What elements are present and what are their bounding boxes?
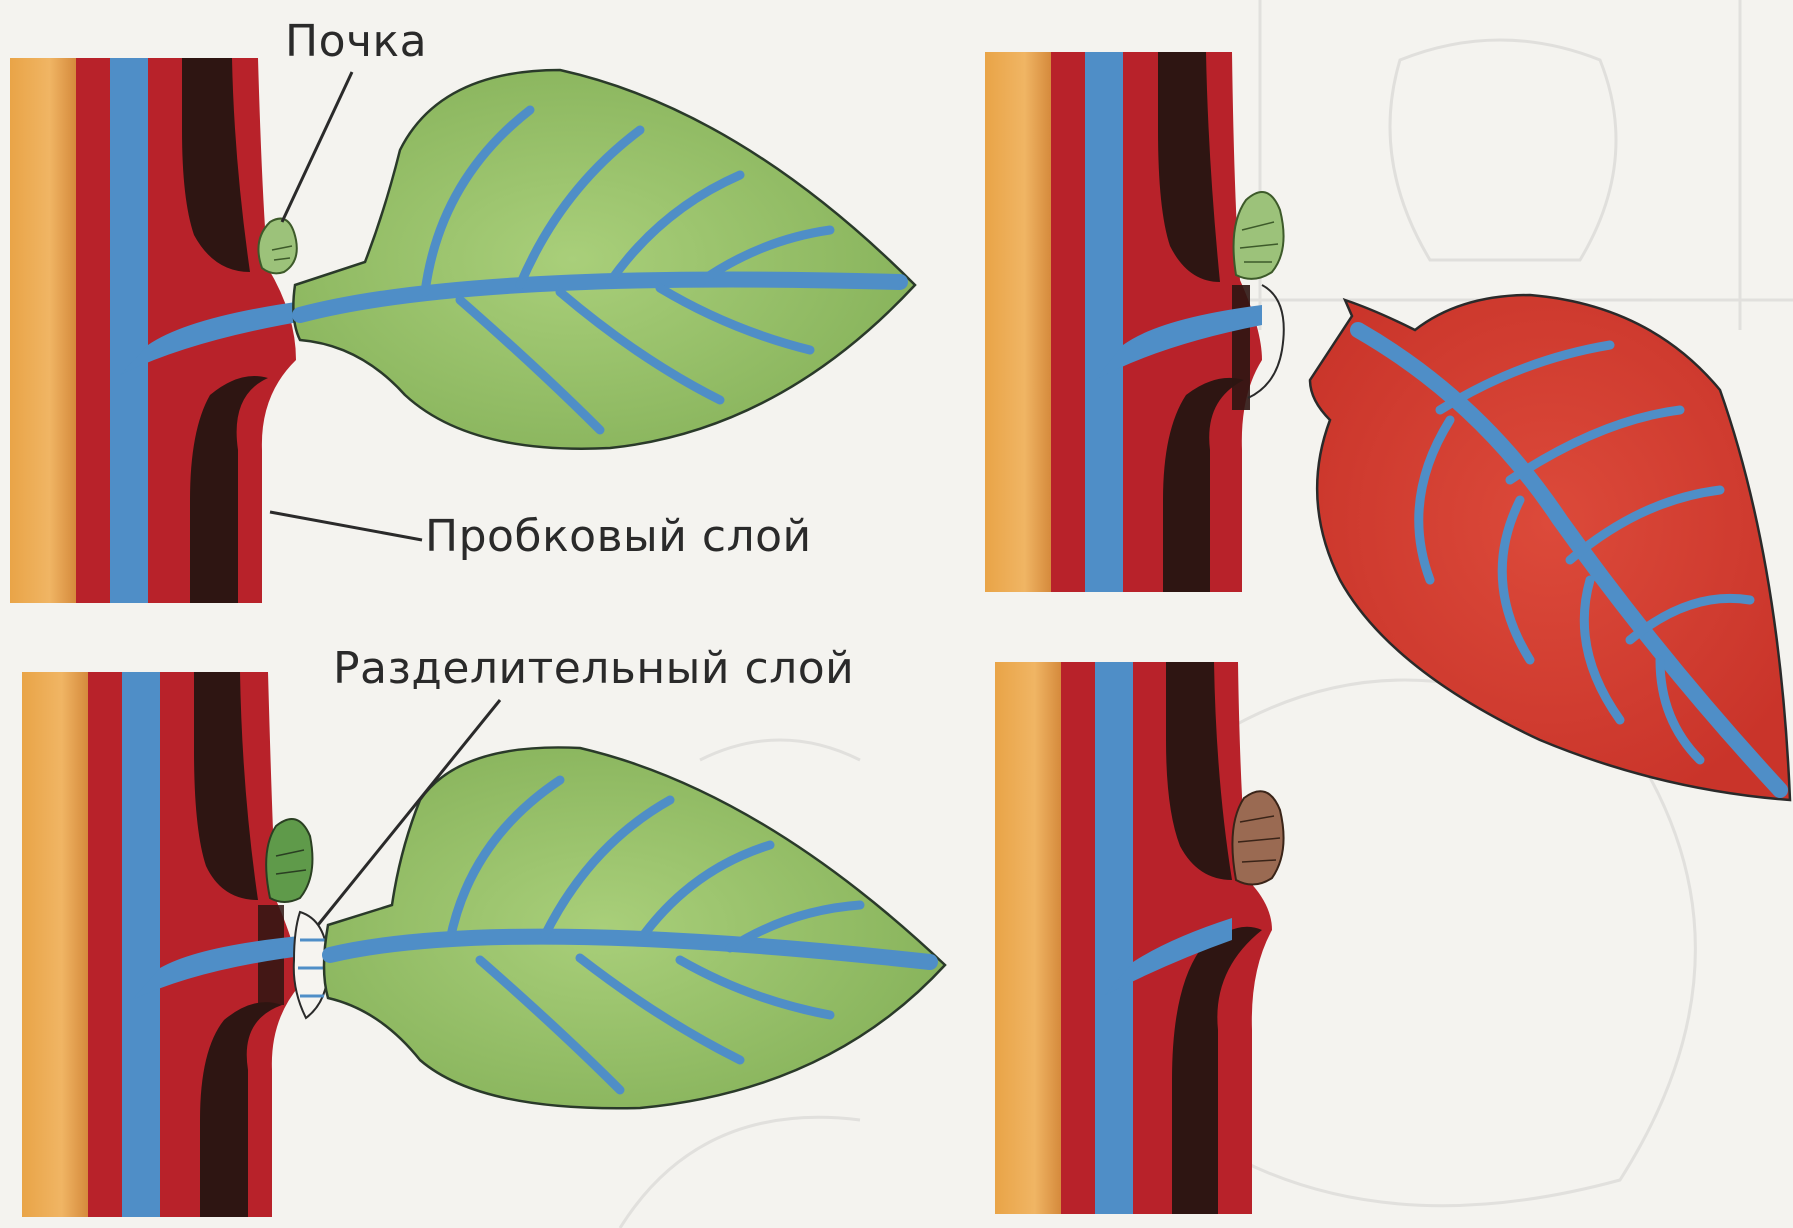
separation-layer-label: Разделительный слой: [333, 647, 854, 691]
panel-stage-4: [995, 662, 1284, 1214]
leaf-green-1: [293, 70, 915, 449]
cork-layer-leader-line: [270, 512, 422, 540]
bud-4: [1232, 791, 1283, 884]
stem-2: [22, 672, 328, 1217]
bud-3: [1234, 192, 1284, 279]
stem-1: [10, 58, 310, 603]
leaf-red-falling: [1310, 295, 1790, 800]
bud-leader-line: [282, 72, 352, 222]
cork-layer-label: Пробковый слой: [425, 515, 812, 559]
stem-4: [995, 662, 1272, 1214]
bud-label: Почка: [285, 20, 427, 64]
stem-3: [985, 52, 1284, 592]
bud-2: [266, 819, 312, 902]
panel-stage-2: [22, 672, 945, 1217]
